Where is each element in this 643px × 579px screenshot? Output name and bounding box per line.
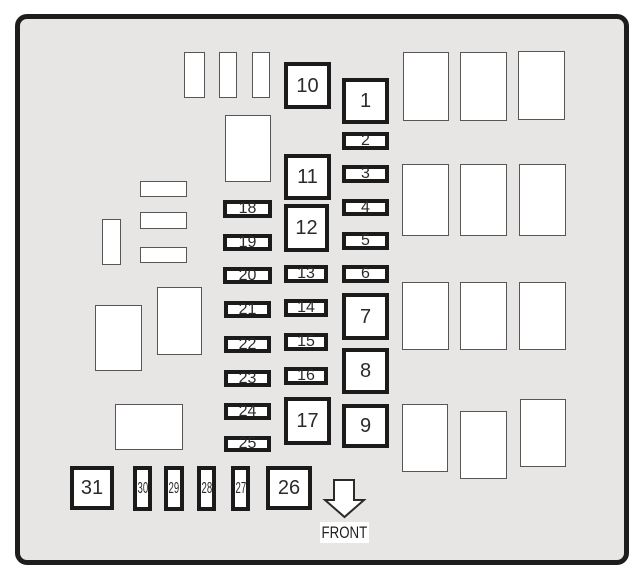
- fuse-6-label: 6: [361, 265, 370, 282]
- fuse-8: 8: [342, 348, 389, 394]
- relay-slot-r2c3: [519, 164, 566, 236]
- fuse-21: 21: [224, 301, 271, 318]
- fuse-12: 12: [284, 204, 329, 252]
- relay-slot-top-3: [252, 52, 270, 98]
- fuse-25-label: 25: [238, 435, 257, 452]
- relay-slot-r1c3: [518, 51, 565, 120]
- fuse-12-label: 12: [295, 217, 318, 239]
- fuse-4-label: 4: [361, 198, 370, 216]
- fuse-2: 2: [342, 132, 389, 150]
- relay-slot-r4c3: [520, 399, 566, 467]
- relay-slot-left-h3: [140, 247, 187, 263]
- fuse-17-label: 17: [296, 410, 319, 432]
- fuse-18-label: 18: [238, 200, 257, 217]
- fuse-17: 17: [284, 397, 331, 445]
- fuse-2-label: 2: [361, 132, 370, 149]
- relay-slot-r3c3: [519, 282, 566, 350]
- fuse-3-label: 3: [361, 165, 370, 182]
- fuse-20: 20: [223, 267, 272, 284]
- relay-slot-r4c2: [460, 411, 507, 479]
- relay-slot-top-2: [219, 52, 237, 98]
- relay-slot-left-big: [95, 305, 142, 371]
- relay-slot-r2c1: [402, 164, 449, 236]
- relay-slot-left-v: [102, 219, 121, 265]
- fuse-1: 1: [342, 78, 389, 124]
- fuse-9: 9: [342, 404, 389, 448]
- relay-slot-r3c1: [402, 282, 449, 350]
- fuse-29-label: 29: [168, 479, 180, 497]
- fuse-31-label: 31: [80, 477, 104, 499]
- fuse-9-label: 9: [359, 415, 372, 437]
- fuse-25: 25: [224, 436, 271, 452]
- relay-slot-top-1: [184, 52, 205, 98]
- fuse-22-label: 22: [238, 335, 257, 353]
- fuse-7: 7: [342, 293, 389, 340]
- fuse-15: 15: [284, 333, 328, 351]
- fuse-15-label: 15: [297, 333, 315, 350]
- fuse-30: 30: [133, 466, 152, 511]
- fuse-13: 13: [284, 265, 328, 283]
- fuse-31: 31: [70, 466, 114, 510]
- front-label-text: FRONT: [321, 523, 368, 542]
- fuse-1-label: 1: [359, 90, 372, 112]
- fuse-7-label: 7: [359, 305, 372, 328]
- relay-slot-r4c1: [402, 404, 448, 472]
- relay-slot-r1c1: [403, 52, 449, 121]
- fuse-23: 23: [224, 370, 271, 387]
- relay-slot-left-h1: [140, 181, 187, 197]
- front-label: FRONT: [320, 522, 369, 543]
- relay-slot-r2c2: [460, 164, 507, 236]
- fuse-28-label: 28: [201, 479, 212, 497]
- fuse-20-label: 20: [238, 266, 257, 284]
- fuse-27: 27: [231, 466, 250, 511]
- fuse-5-label: 5: [361, 232, 370, 249]
- fuse-10-label: 10: [296, 74, 319, 97]
- fuse-26: 26: [266, 466, 312, 510]
- fuse-28: 28: [197, 466, 216, 511]
- fuse-19: 19: [223, 234, 272, 251]
- fuse-13-label: 13: [297, 265, 315, 282]
- fuse-16: 16: [284, 367, 328, 385]
- fuse-27-label: 27: [235, 479, 246, 497]
- front-direction-arrow-icon: [322, 479, 367, 519]
- fuse-11-label: 11: [297, 166, 318, 188]
- fuse-11: 11: [284, 154, 331, 200]
- fuse-4: 4: [342, 199, 389, 216]
- fuse-23-label: 23: [238, 369, 257, 387]
- relay-slot-mid: [225, 115, 271, 182]
- fuse-19-label: 19: [238, 233, 257, 251]
- fuse-8-label: 8: [359, 360, 372, 382]
- fuse-24: 24: [224, 403, 271, 420]
- relay-slot-center-big: [157, 287, 202, 355]
- relay-slot-r1c2: [460, 52, 507, 121]
- fuse-6: 6: [342, 265, 389, 283]
- fuse-21-label: 21: [238, 300, 257, 318]
- fuse-3: 3: [342, 165, 389, 183]
- fuse-18: 18: [223, 200, 272, 218]
- fuse-10: 10: [284, 62, 331, 109]
- fuse-24-label: 24: [238, 402, 257, 420]
- fuse-29: 29: [164, 466, 184, 511]
- fuse-14-label: 14: [297, 299, 315, 316]
- fuse-5: 5: [342, 232, 389, 250]
- fuse-22: 22: [224, 336, 271, 353]
- fuse-16-label: 16: [297, 367, 315, 384]
- fuse-30-label: 30: [137, 479, 148, 497]
- fuse-26-label: 26: [277, 477, 301, 499]
- relay-slot-left-h2: [140, 212, 187, 229]
- relay-slot-bottom-wide: [115, 404, 183, 450]
- fuse-14: 14: [284, 299, 328, 317]
- relay-slot-r3c2: [460, 282, 507, 350]
